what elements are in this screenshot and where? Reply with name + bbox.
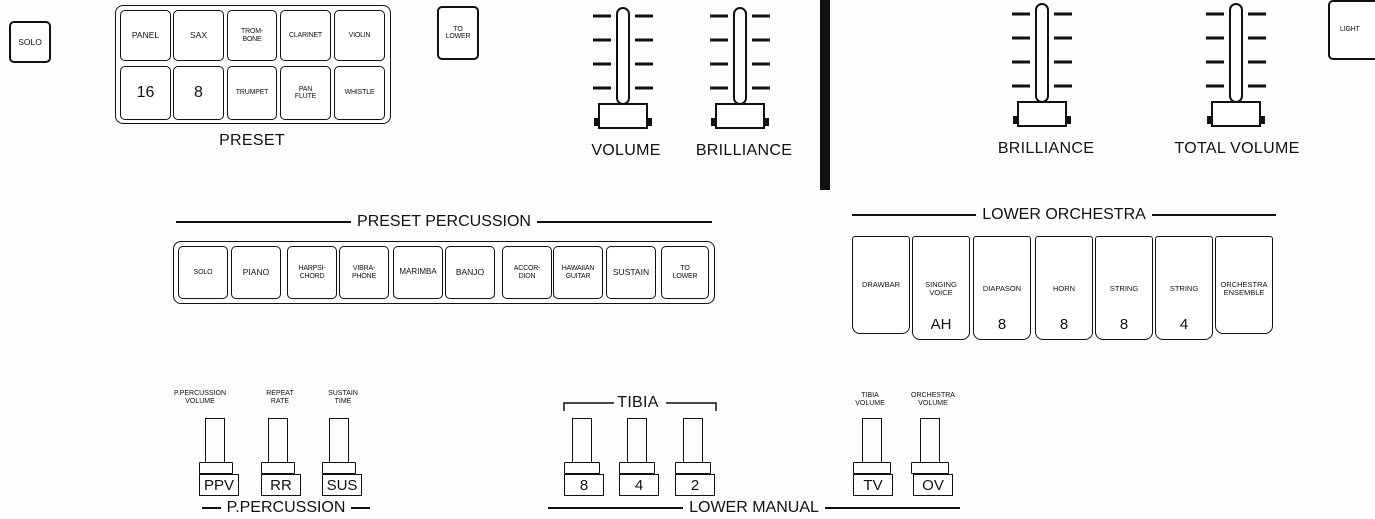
tibia-2-knob[interactable] [675,462,711,474]
diapason-tab[interactable]: DIAPASON 8 [973,236,1031,340]
tibia-bracket [563,402,717,411]
sus-label: SUSTAIN TIME [328,390,358,405]
brilliance-slider-2[interactable] [1004,0,1084,140]
sus-knob[interactable] [322,462,356,474]
tv-slot [862,418,882,462]
piano-button[interactable]: PIANO [231,246,281,299]
string-4-label: STRING [1169,284,1199,293]
tibia-8-box: 8 [564,474,604,496]
volume-slider[interactable] [585,2,665,142]
preset-frame [115,5,391,124]
p-percussion-title: P.PERCUSSION [202,499,371,517]
singing-voice-label: SINGING VOICE [925,280,957,297]
singing-voice-footage: AH [930,316,952,333]
horn-footage: 8 [1059,316,1069,333]
string-8-label: STRING [1109,284,1139,293]
drawbar-label: DRAWBAR [861,280,901,289]
panel-divider [820,0,830,190]
tibia-title: TIBIA [617,394,659,411]
vibraphone-button[interactable]: VIBRA- PHONE [339,246,389,299]
ov-knob[interactable] [911,462,949,474]
solo-button[interactable]: SOLO [9,21,51,63]
brilliance-slider[interactable] [702,2,782,142]
orchestra-ensemble-label: ORCHESTRA ENSEMBLE [1220,280,1268,297]
lower-orchestra-title: LOWER ORCHESTRA [852,206,1277,224]
preset-16-button[interactable]: 16 [120,66,171,120]
banjo-button[interactable]: BANJO [445,246,495,299]
pan-flute-button[interactable]: PAN FLUTE [280,66,331,120]
lower-manual-title: LOWER MANUAL [548,499,961,517]
violin-button[interactable]: VIOLIN [334,10,385,61]
to-lower-button[interactable]: TO LOWER [437,6,479,60]
horn-tab[interactable]: HORN 8 [1035,236,1093,340]
tv-knob[interactable] [853,462,891,474]
sus-slot [329,418,349,462]
ppv-label: P.PERCUSSION VOLUME [174,390,226,405]
ppv-box: PPV [199,474,239,496]
tv-box: TV [853,474,893,496]
rr-knob[interactable] [261,462,295,474]
preset-percussion-frame [173,241,715,304]
total-volume-slider[interactable] [1198,0,1278,140]
diapason-label: DIAPASON [982,284,1022,293]
string-4-footage: 4 [1179,316,1189,333]
brilliance-label-2: BRILLIANCE [997,140,1095,157]
total-volume-label: TOTAL VOLUME [1174,140,1300,157]
ov-box: OV [913,474,953,496]
tv-label: TIBIA VOLUME [855,392,885,407]
rr-box: RR [261,474,301,496]
sustain-button[interactable]: SUSTAIN [606,246,656,299]
ppv-slot [205,418,225,462]
string-8-tab[interactable]: STRING 8 [1095,236,1153,340]
string-8-footage: 8 [1119,316,1129,333]
sus-box: SUS [322,474,362,496]
panel-button[interactable]: PANEL [120,10,171,61]
ov-slot [920,418,940,462]
preset-label: PRESET [219,132,285,149]
horn-label: HORN [1052,284,1076,293]
hawaiian-guitar-button[interactable]: HAWAIIAN GUITAR [553,246,603,299]
tibia-8-slot [572,418,592,462]
rr-slot [268,418,288,462]
ppv-knob[interactable] [199,462,233,474]
brilliance-label: BRILLIANCE [695,142,793,159]
accordion-button[interactable]: ACCOR- DION [502,246,552,299]
tibia-8-knob[interactable] [564,462,600,474]
singing-voice-tab[interactable]: SINGING VOICE AH [912,236,970,340]
tibia-4-slot [627,418,647,462]
perc-solo-button[interactable]: SOLO [178,246,228,299]
perc-to-lower-button[interactable]: TO LOWER [661,246,709,299]
tibia-2-slot [683,418,703,462]
drawbar-tab[interactable]: DRAWBAR [852,236,910,334]
trumpet-button[interactable]: TRUMPET [227,66,277,120]
marimba-button[interactable]: MARIMBA [393,246,443,299]
light-button[interactable]: LIGHT [1328,0,1375,60]
volume-label: VOLUME [591,142,661,159]
orchestra-ensemble-tab[interactable]: ORCHESTRA ENSEMBLE [1215,236,1273,334]
tibia-4-knob[interactable] [619,462,655,474]
harpsichord-button[interactable]: HARPSI- CHORD [287,246,337,299]
preset-8-button[interactable]: 8 [173,66,224,120]
ov-label: ORCHESTRA VOLUME [911,392,955,407]
rr-label: REPEAT RATE [266,390,294,405]
sax-button[interactable]: SAX [173,10,224,61]
whistle-button[interactable]: WHISTLE [334,66,385,120]
string-4-tab[interactable]: STRING 4 [1155,236,1213,340]
trombone-button[interactable]: TROM- BONE [227,10,277,61]
diapason-footage: 8 [997,316,1007,333]
tibia-2-box: 2 [675,474,715,496]
preset-percussion-title: PRESET PERCUSSION [176,213,712,231]
clarinet-button[interactable]: CLARINET [280,10,331,61]
tibia-4-box: 4 [619,474,659,496]
